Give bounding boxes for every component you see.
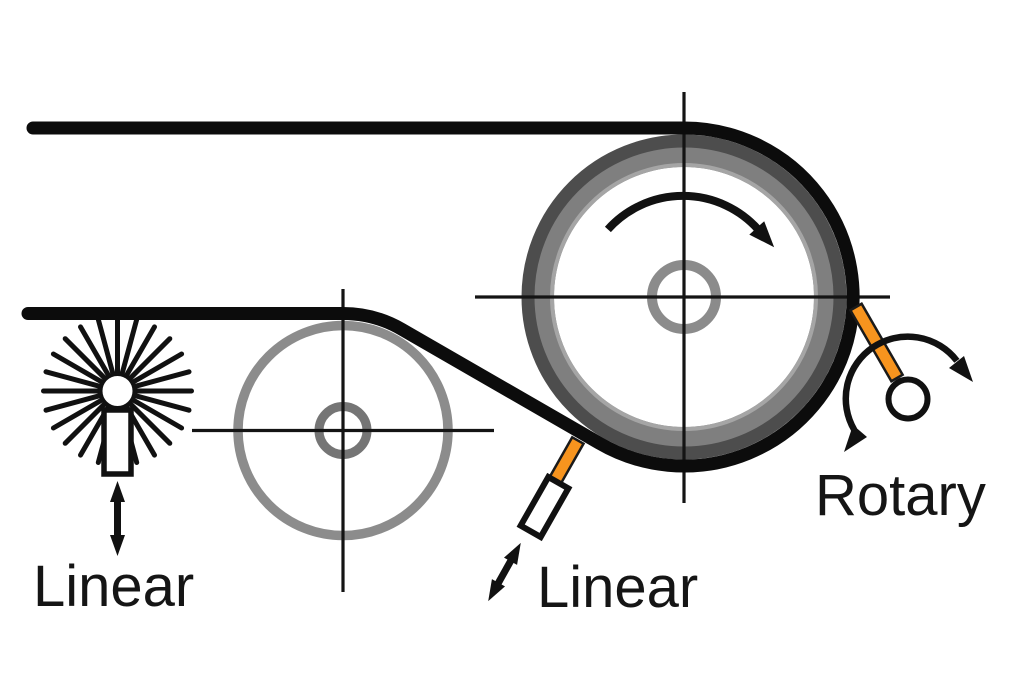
center-linear-assembly (488, 435, 586, 602)
label-linear-center: Linear (537, 555, 699, 620)
brush-ray (123, 324, 157, 380)
brush-ray (130, 369, 192, 390)
brush-ray (62, 336, 109, 383)
rotary-motion-arc-icon (842, 333, 960, 432)
brush-ray (78, 324, 112, 380)
rotary-arrowhead-left-icon (844, 425, 867, 452)
brush-ray (126, 336, 173, 383)
brush-ray (50, 396, 107, 431)
brush-ray (130, 392, 192, 413)
center-blade (547, 435, 586, 486)
brush-ray (62, 399, 109, 446)
drum-rotation-arrow-icon (604, 192, 775, 248)
rotary-arrowhead-right-icon (949, 356, 973, 382)
rotary-pivot (885, 376, 931, 422)
brush-assembly (41, 314, 194, 477)
brush-holder (101, 407, 134, 477)
web-path (21, 121, 860, 473)
center-linear-motion-arrow-icon (488, 542, 521, 602)
label-rotary: Rotary (815, 463, 986, 528)
rotary-assembly (842, 302, 973, 452)
brush-ray (128, 396, 185, 431)
brush-ray (43, 369, 105, 390)
brush-ray (126, 399, 173, 446)
crosshairs (192, 92, 890, 592)
label-linear-left: Linear (33, 554, 195, 619)
center-blade-holder (516, 472, 573, 542)
brush-core (98, 372, 137, 410)
brush-ray (119, 317, 140, 378)
brush-ray (128, 351, 185, 386)
brush-ray (43, 392, 105, 413)
brush-ray (95, 317, 116, 378)
brush-ray (50, 351, 107, 386)
